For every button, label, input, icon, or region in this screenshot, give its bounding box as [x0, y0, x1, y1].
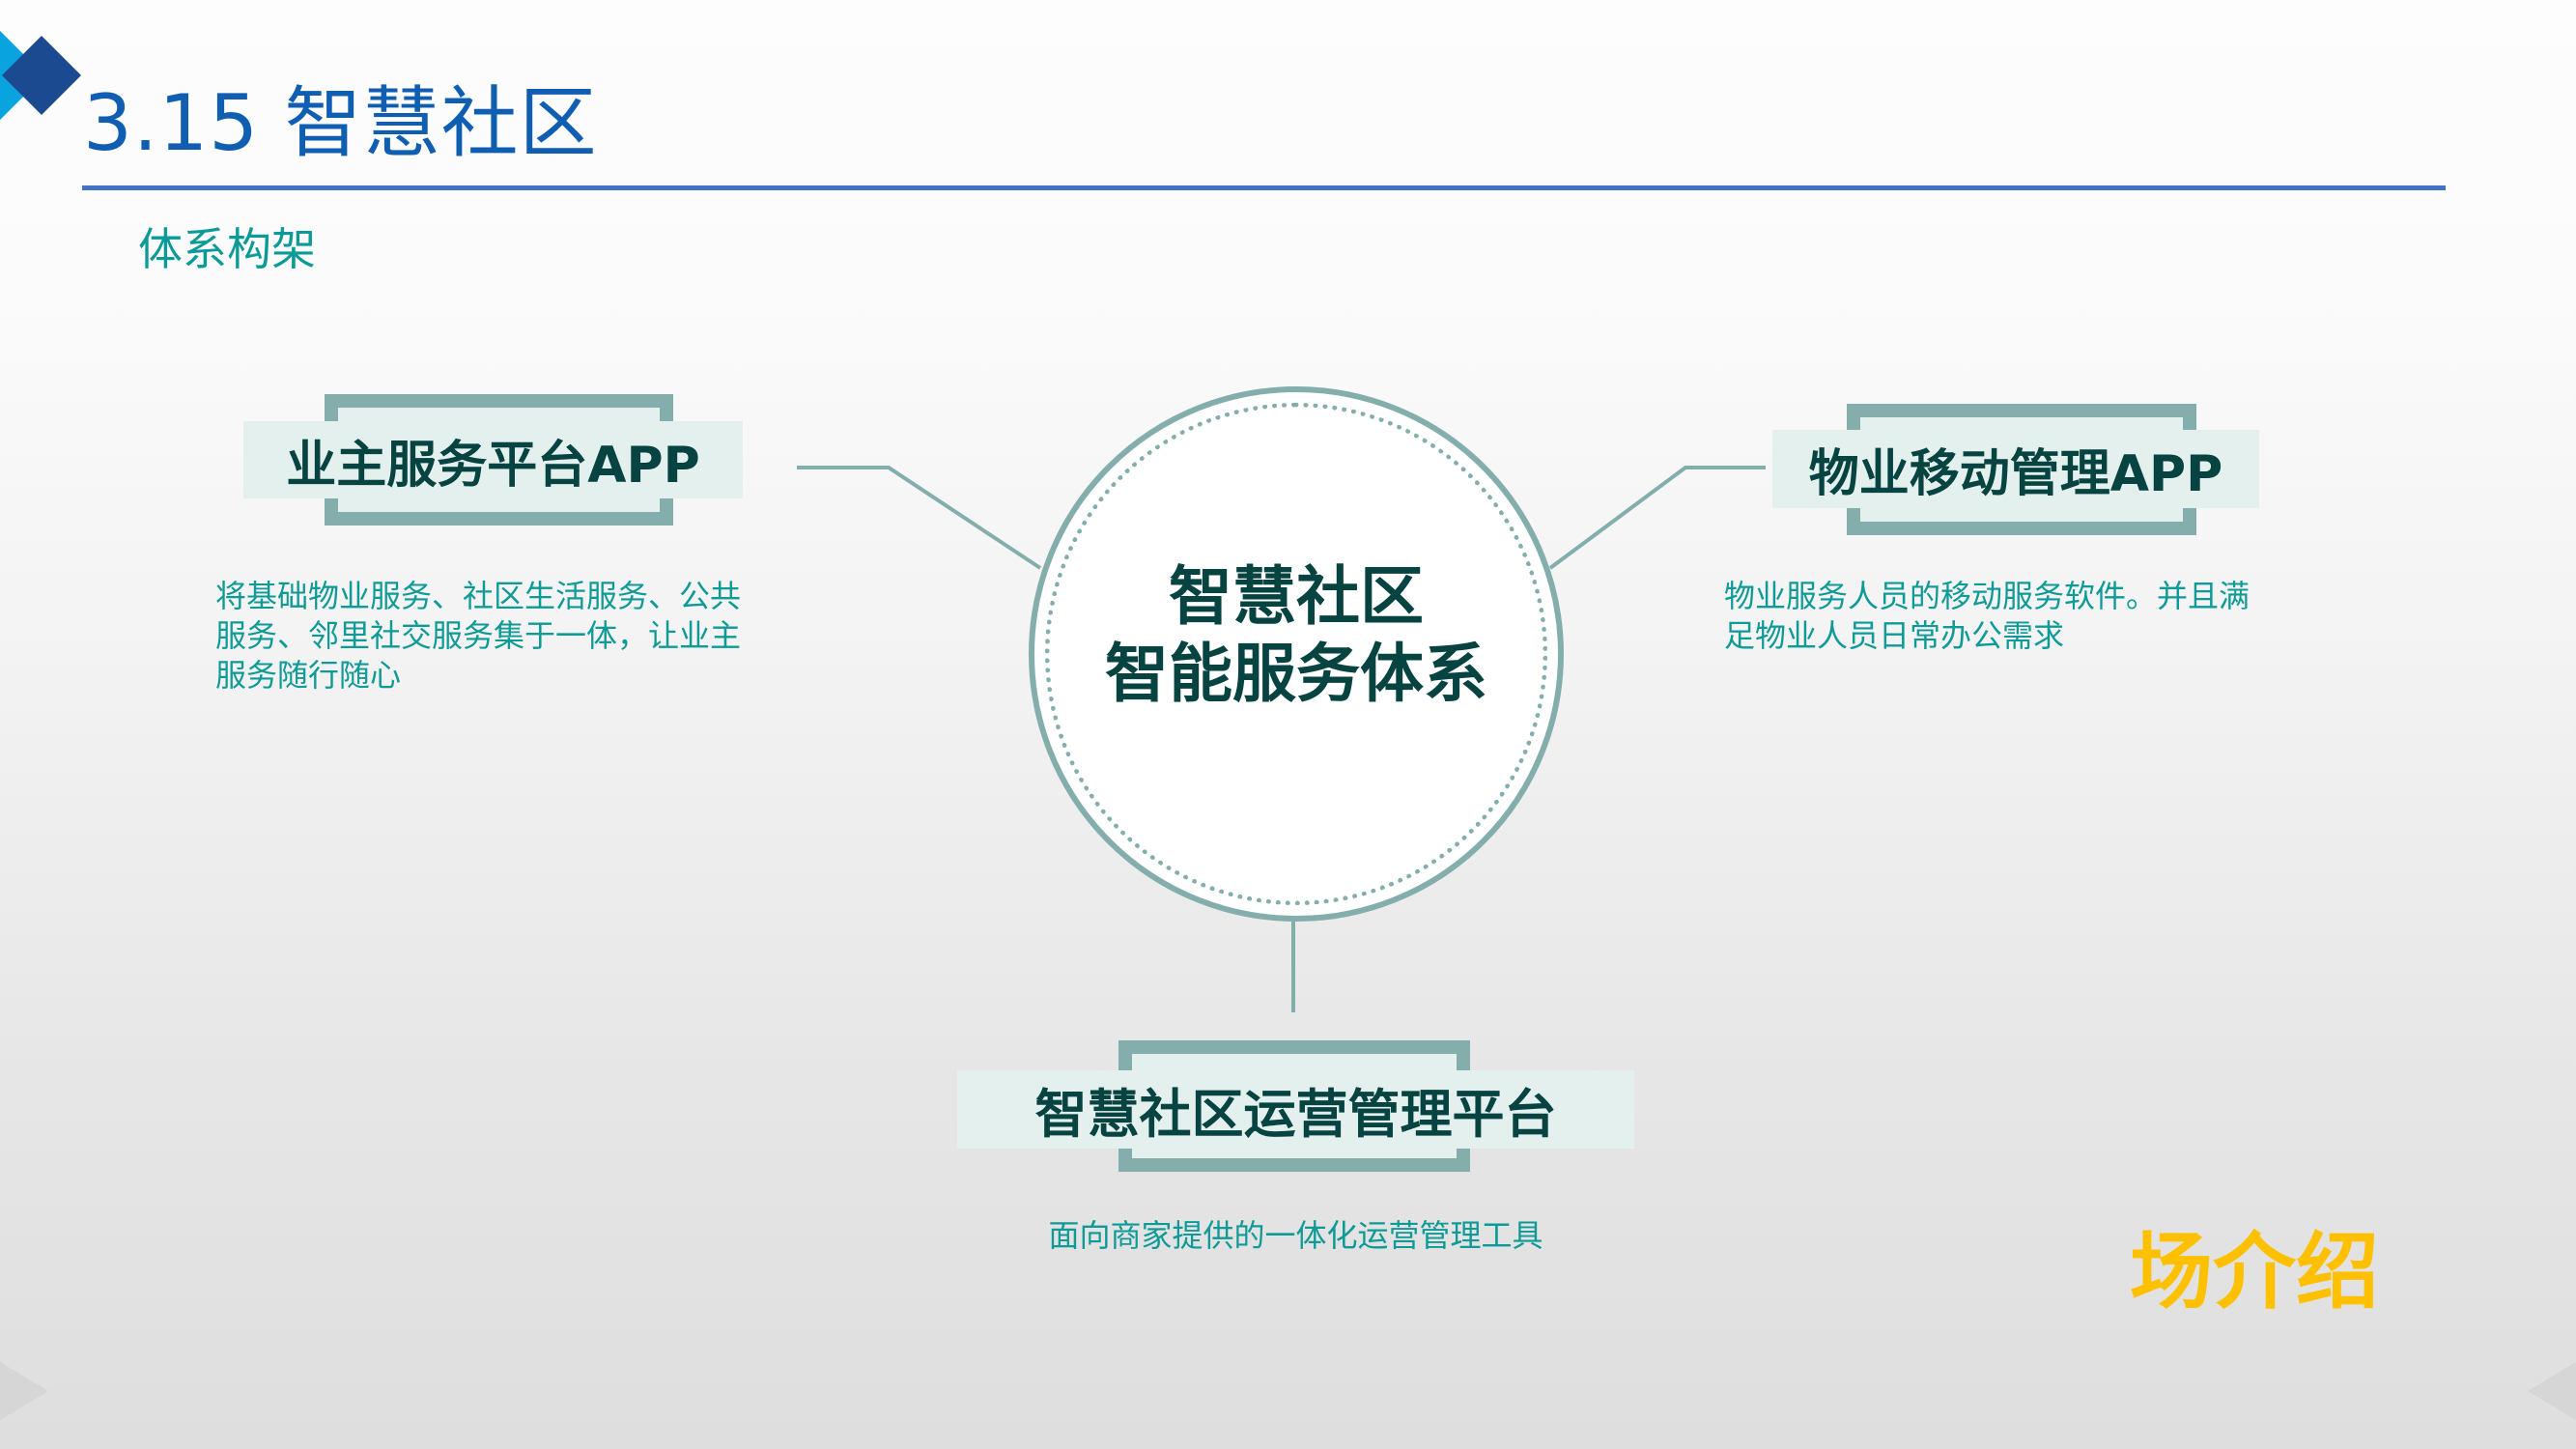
center-title-line1: 智慧社区 — [1169, 559, 1424, 634]
prev-slide-arrow-icon — [0, 1362, 48, 1420]
promo-label: 场介绍 — [2130, 1224, 2379, 1321]
description-line: 足物业人员日常办公需求 — [1724, 617, 2065, 654]
page-title: 3.15 智慧社区 — [83, 78, 598, 168]
section-subtitle: 体系构架 — [138, 223, 316, 275]
operation-platform-description: 面向商家提供的一体化运营管理工具 — [957, 1216, 1634, 1256]
owner-app-title: 业主服务平台APP — [243, 421, 743, 498]
description-line: 物业服务人员的移动服务软件。并且满 — [1724, 578, 2250, 614]
center-title-line2: 智能服务体系 — [1105, 637, 1487, 711]
description-line: 将基础物业服务、社区生活服务、公共 — [215, 578, 742, 614]
property-app-description: 物业服务人员的移动服务软件。并且满 足物业人员日常办公需求 — [1724, 577, 2304, 656]
description-line: 服务随行随心 — [215, 657, 402, 694]
owner-app-title-text: 业主服务平台APP — [286, 436, 700, 495]
description-line: 服务、邻里社交服务集于一体，让业主 — [215, 617, 742, 654]
connector-left — [797, 466, 1042, 570]
operation-platform-title-text: 智慧社区运营管理平台 — [1034, 1084, 1557, 1145]
property-app-title: 物业移动管理APP — [1772, 430, 2259, 508]
connector-right — [1548, 466, 1766, 570]
property-app-title-text: 物业移动管理APP — [1808, 445, 2223, 503]
operation-platform-title: 智慧社区运营管理平台 — [957, 1070, 1634, 1149]
title-divider — [82, 185, 2446, 190]
owner-app-description: 将基础物业服务、社区生活服务、公共 服务、邻里社交服务集于一体，让业主 服务随行… — [215, 577, 795, 696]
next-slide-arrow-icon — [2528, 1362, 2576, 1420]
center-title: 智慧社区 智能服务体系 — [1029, 558, 1564, 713]
description-line: 面向商家提供的一体化运营管理工具 — [1048, 1217, 1543, 1254]
center-circle-dotted-ring — [1045, 403, 1547, 905]
